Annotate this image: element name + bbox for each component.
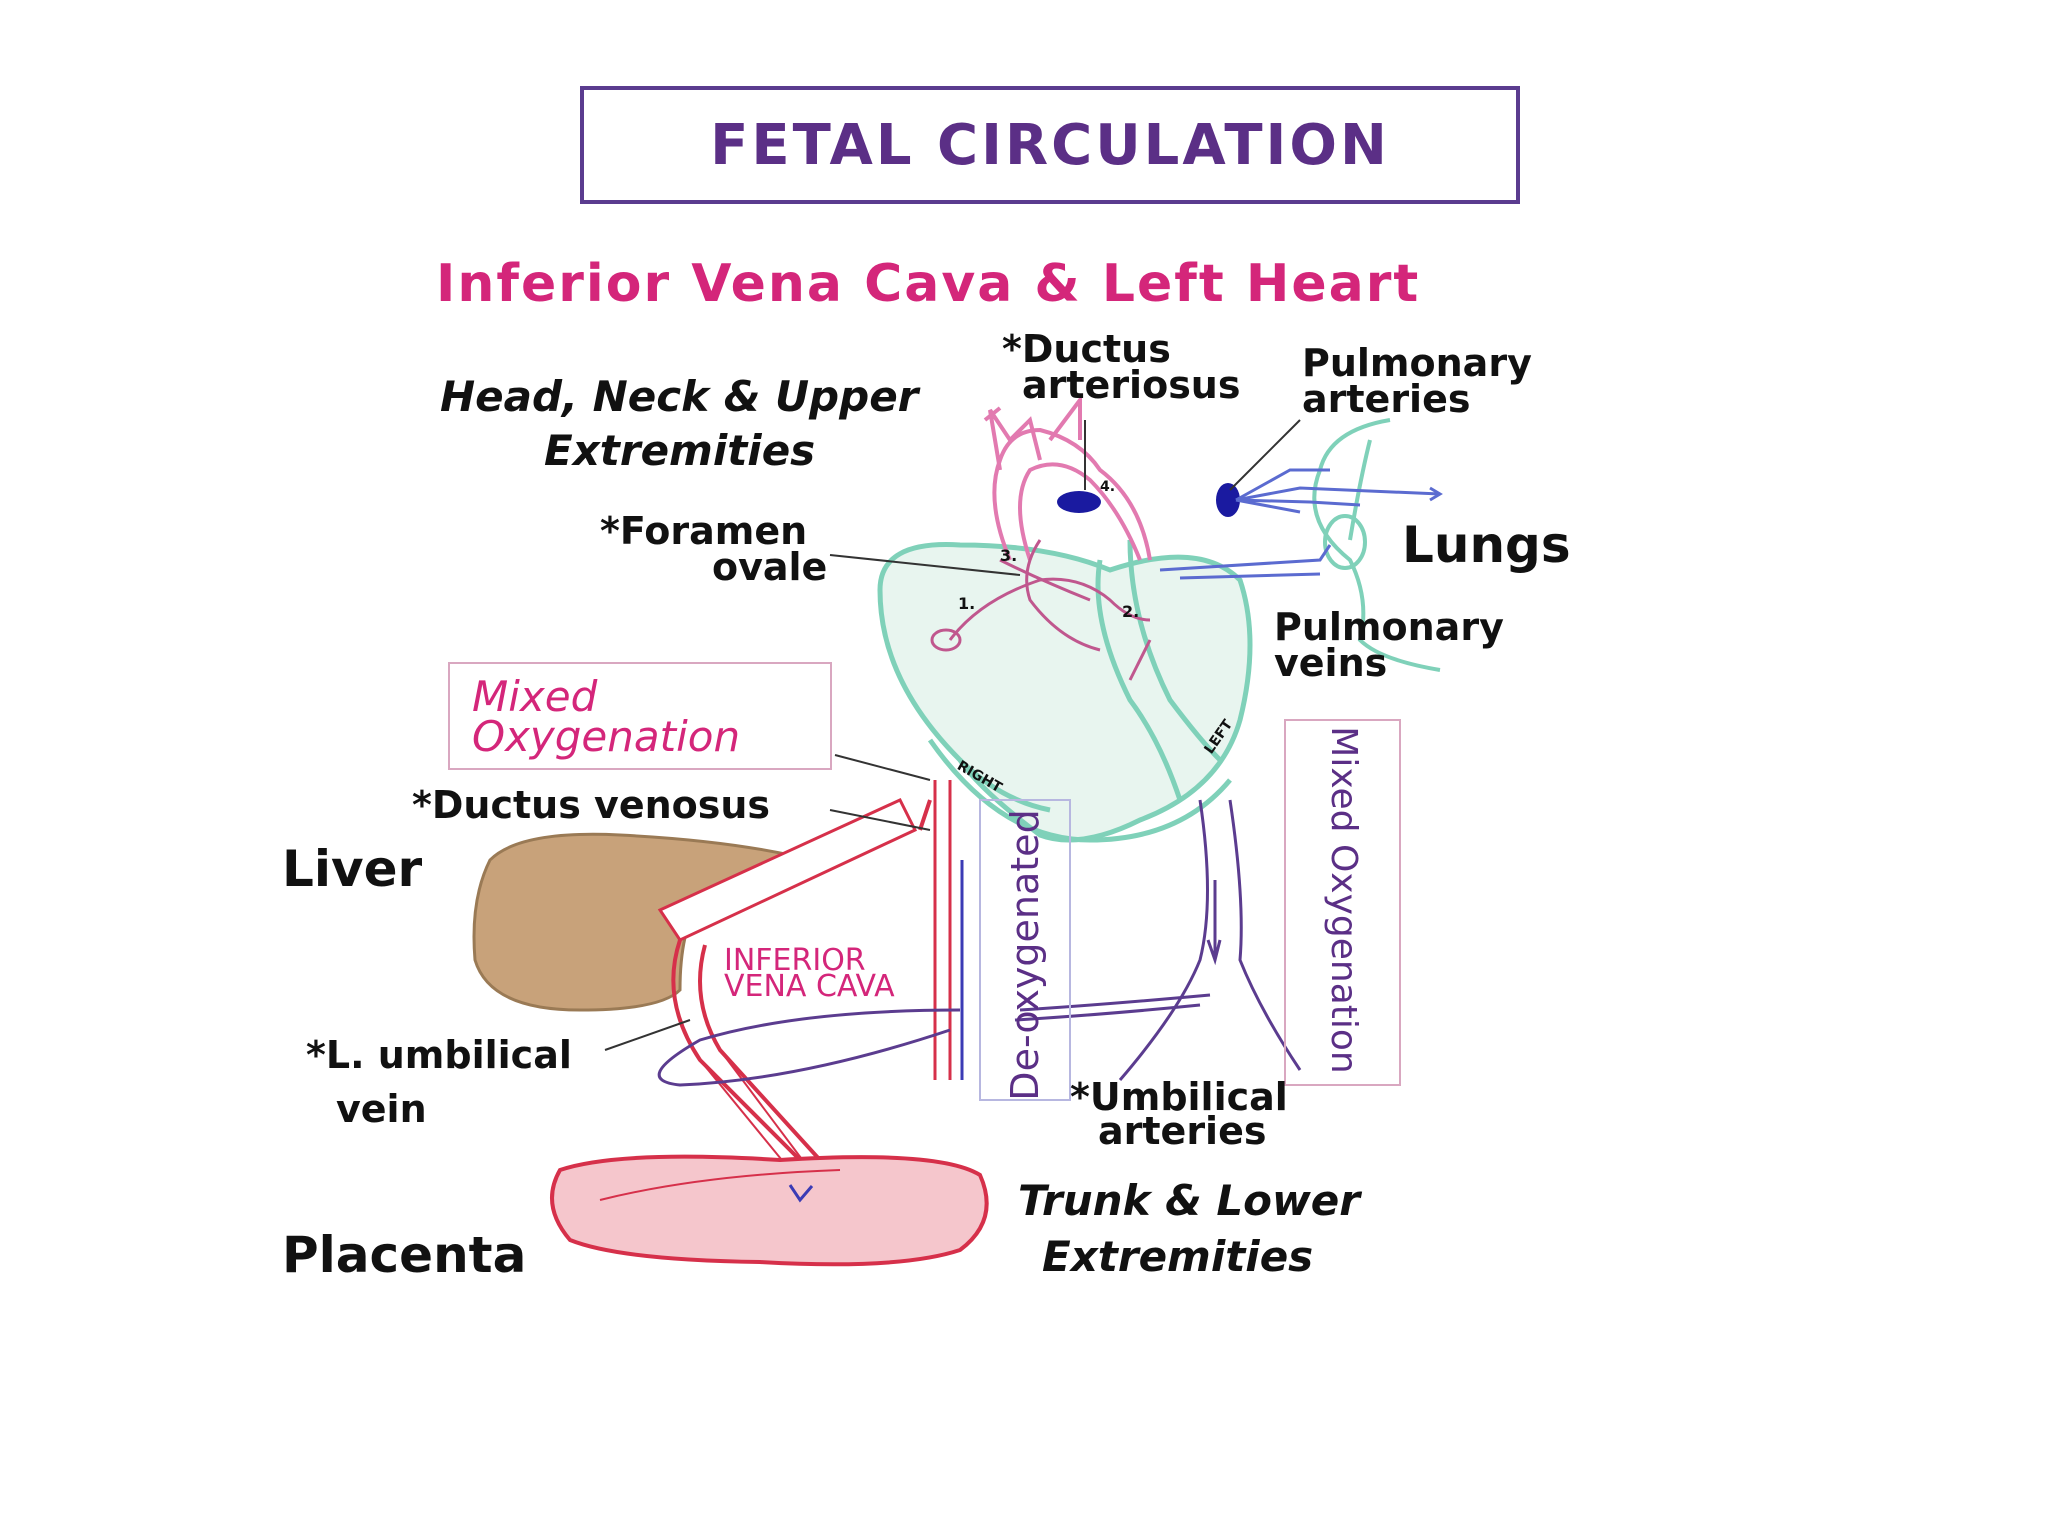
ivc-label-1: INFERIOR	[724, 943, 866, 978]
liver-label: Liver	[282, 840, 423, 898]
deoxygenated-label: De-oxygenated	[1003, 809, 1047, 1101]
ductus-dots	[1057, 483, 1240, 517]
ivc-label-2: VENA CAVA	[724, 969, 895, 1004]
leader-lines	[604, 419, 1301, 1051]
diagram-title: FETAL CIRCULATION	[710, 112, 1390, 178]
ductus-arteriosus-label-1: *Ductus	[1002, 327, 1171, 371]
placenta-shape	[550, 1154, 989, 1267]
ventricle-base	[927, 738, 1232, 843]
head-neck-label-1: Head, Neck & Upper	[440, 372, 919, 421]
pulmonary-arteries-label-1: Pulmonary	[1302, 341, 1532, 385]
heart-flow	[930, 539, 1152, 681]
placenta-label: Placenta	[282, 1226, 527, 1284]
mixed-oxygenation-box	[1284, 719, 1401, 1086]
mixed-oxygenation-label-2: Oxygenation	[472, 712, 741, 761]
foramen-label-2: ovale	[712, 545, 828, 589]
number-2-label: 2.	[1122, 602, 1140, 621]
ductus-venosus-label: *Ductus venosus	[412, 783, 771, 827]
deoxygenated-box	[979, 799, 1071, 1101]
trunk-label-1: Trunk & Lower	[1018, 1176, 1360, 1225]
lungs-vessels	[1312, 418, 1441, 672]
diagram-subtitle: Inferior Vena Cava & Left Heart	[436, 254, 1421, 314]
pulmonary-veins-label-1: Pulmonary	[1274, 605, 1504, 649]
pulmonary-arteries-label-2: arteries	[1302, 377, 1471, 421]
aortic-arch	[983, 394, 1152, 561]
number-3-label: 3.	[1000, 546, 1018, 565]
lungs-label: Lungs	[1402, 516, 1571, 574]
l-umbilical-label-2: vein	[336, 1087, 427, 1131]
trunk-label-2: Extremities	[1042, 1232, 1314, 1281]
number-4-label: 4.	[1100, 479, 1116, 495]
umbilical-vein	[671, 799, 932, 1171]
mixed-oxygenation-label-1: Mixed	[472, 672, 598, 721]
ductus-arteriosus-label-2: arteriosus	[1022, 363, 1241, 407]
title-box: FETAL CIRCULATION	[580, 86, 1520, 204]
pulmonary-veins-label-2: veins	[1274, 641, 1388, 685]
umbilical-arteries-lines	[657, 993, 1211, 1087]
mixed-oxygenation-vertical-label: Mixed Oxygenation	[1323, 726, 1364, 1074]
mixed-oxygenation-label-box	[448, 662, 832, 770]
umbilical-arteries-label-1: *Umbilical	[1070, 1075, 1288, 1119]
l-umbilical-label-1: *L. umbilical	[306, 1033, 572, 1077]
number-1-label: 1.	[958, 594, 976, 613]
foramen-label-1: *Foramen	[600, 509, 808, 553]
pulmonary-arteries-lines	[1159, 468, 1443, 580]
ductus-venosus-tube	[657, 798, 918, 942]
umbilical-arteries-label-2: arteries	[1098, 1109, 1267, 1153]
head-neck-label-2: Extremities	[544, 426, 816, 475]
